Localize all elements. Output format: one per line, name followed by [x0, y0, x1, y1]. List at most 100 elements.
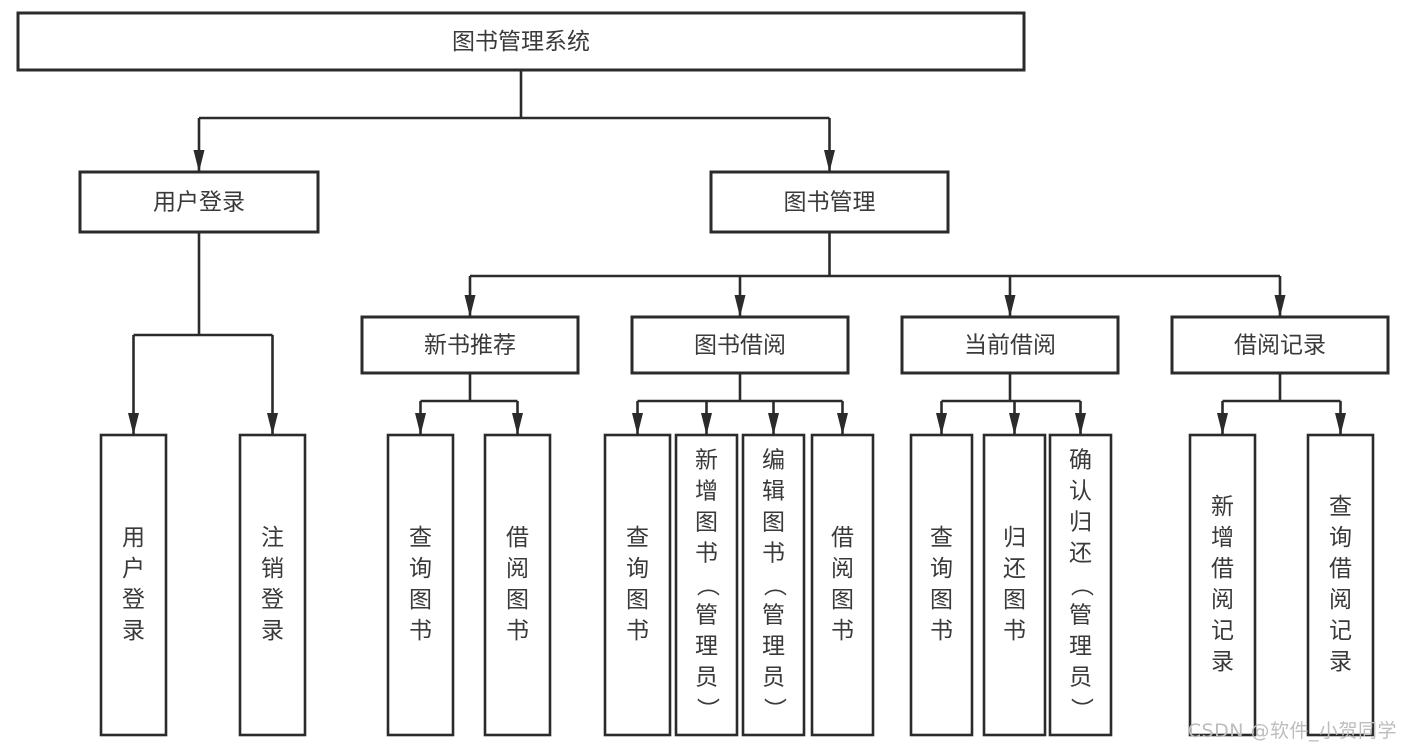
nodes-layer: 图书管理系统用户登录图书管理新书推荐图书借阅当前借阅借阅记录用户登录注销登录查询…: [16, 11, 1390, 737]
svg-text:书: 书: [626, 618, 649, 644]
node-box-root: [16, 11, 1026, 72]
edge-group-book-management: [464, 232, 1286, 317]
node-root[interactable]: 图书管理系统: [16, 11, 1026, 72]
node-box-leaf-user-login: [99, 433, 168, 737]
node-label-new-book-recommend: 新书推荐: [424, 333, 516, 359]
svg-text:录: 录: [1211, 649, 1234, 675]
node-current-borrow[interactable]: 当前借阅: [900, 315, 1120, 375]
svg-text:图: 图: [762, 510, 785, 536]
svg-text:员: 员: [762, 665, 785, 691]
csdn-watermark: CSDN @软件_小贺同学: [1187, 720, 1397, 742]
svg-text:书: 书: [831, 618, 854, 644]
svg-text:记: 记: [1211, 618, 1234, 644]
svg-text:理: 理: [695, 634, 718, 660]
svg-text:询: 询: [626, 556, 649, 582]
svg-text:录: 录: [1329, 649, 1352, 675]
node-borrow-record[interactable]: 借阅记录: [1170, 315, 1390, 375]
svg-text:图: 图: [695, 510, 718, 536]
svg-text:图: 图: [409, 587, 432, 613]
node-user-login[interactable]: 用户登录: [78, 170, 320, 234]
edge-group-root: [193, 70, 835, 172]
node-label-book-management: 图书管理: [784, 190, 876, 216]
node-box-leaf-return-book: [982, 433, 1047, 737]
svg-text:查: 查: [930, 525, 953, 551]
svg-text:管: 管: [762, 603, 785, 629]
svg-text:销: 销: [261, 556, 284, 582]
node-box-current-borrow: [900, 315, 1120, 375]
svg-text:）: ）: [761, 698, 787, 721]
svg-text:还: 还: [1069, 541, 1092, 567]
svg-text:员: 员: [1069, 665, 1092, 691]
node-box-leaf-query-book-1: [386, 433, 455, 737]
svg-text:书: 书: [506, 618, 529, 644]
node-box-book-management: [709, 170, 950, 234]
node-book-borrow[interactable]: 图书借阅: [630, 315, 850, 375]
svg-text:注: 注: [261, 525, 284, 551]
svg-text:编: 编: [762, 448, 785, 474]
node-label-current-borrow: 当前借阅: [964, 333, 1056, 359]
edge-group-new-book-recommend: [415, 373, 523, 435]
svg-text:确: 确: [1069, 448, 1092, 474]
svg-text:图: 图: [831, 587, 854, 613]
node-new-book-recommend[interactable]: 新书推荐: [360, 315, 580, 375]
svg-text:书: 书: [695, 541, 718, 567]
svg-text:登: 登: [122, 587, 145, 613]
node-box-leaf-edit-book-admin: [741, 433, 806, 737]
svg-text:阅: 阅: [506, 556, 529, 582]
svg-text:书: 书: [762, 541, 785, 567]
svg-text:书: 书: [409, 618, 432, 644]
svg-text:归: 归: [1069, 510, 1092, 536]
edge-group-current-borrow: [936, 373, 1086, 435]
svg-text:（: （: [694, 574, 720, 597]
svg-text:）: ）: [694, 698, 720, 721]
node-box-leaf-borrow-book-2: [810, 433, 875, 737]
svg-text:询: 询: [1329, 525, 1352, 551]
svg-text:书: 书: [930, 618, 953, 644]
connectors-layer: [128, 70, 1346, 435]
svg-text:借: 借: [831, 525, 854, 551]
svg-text:查: 查: [1329, 494, 1352, 520]
svg-text:借: 借: [506, 525, 529, 551]
svg-text:图: 图: [626, 587, 649, 613]
svg-text:（: （: [1068, 574, 1094, 597]
svg-text:图: 图: [930, 587, 953, 613]
svg-text:图: 图: [506, 587, 529, 613]
node-box-leaf-borrow-book-1: [483, 433, 552, 737]
node-box-leaf-logout: [238, 433, 307, 737]
svg-text:新: 新: [695, 448, 718, 474]
svg-text:询: 询: [409, 556, 432, 582]
node-book-management[interactable]: 图书管理: [709, 170, 950, 234]
svg-text:用: 用: [122, 525, 145, 551]
svg-text:管: 管: [1069, 603, 1092, 629]
node-leaf-user-login[interactable]: 用户登录: [99, 433, 168, 737]
svg-text:还: 还: [1003, 556, 1026, 582]
node-label-root: 图书管理系统: [452, 29, 590, 55]
node-box-leaf-query-book-2: [603, 433, 672, 737]
svg-text:录: 录: [261, 618, 284, 644]
node-box-leaf-query-record: [1306, 433, 1375, 737]
svg-text:录: 录: [122, 618, 145, 644]
svg-text:询: 询: [930, 556, 953, 582]
svg-text:理: 理: [762, 634, 785, 660]
